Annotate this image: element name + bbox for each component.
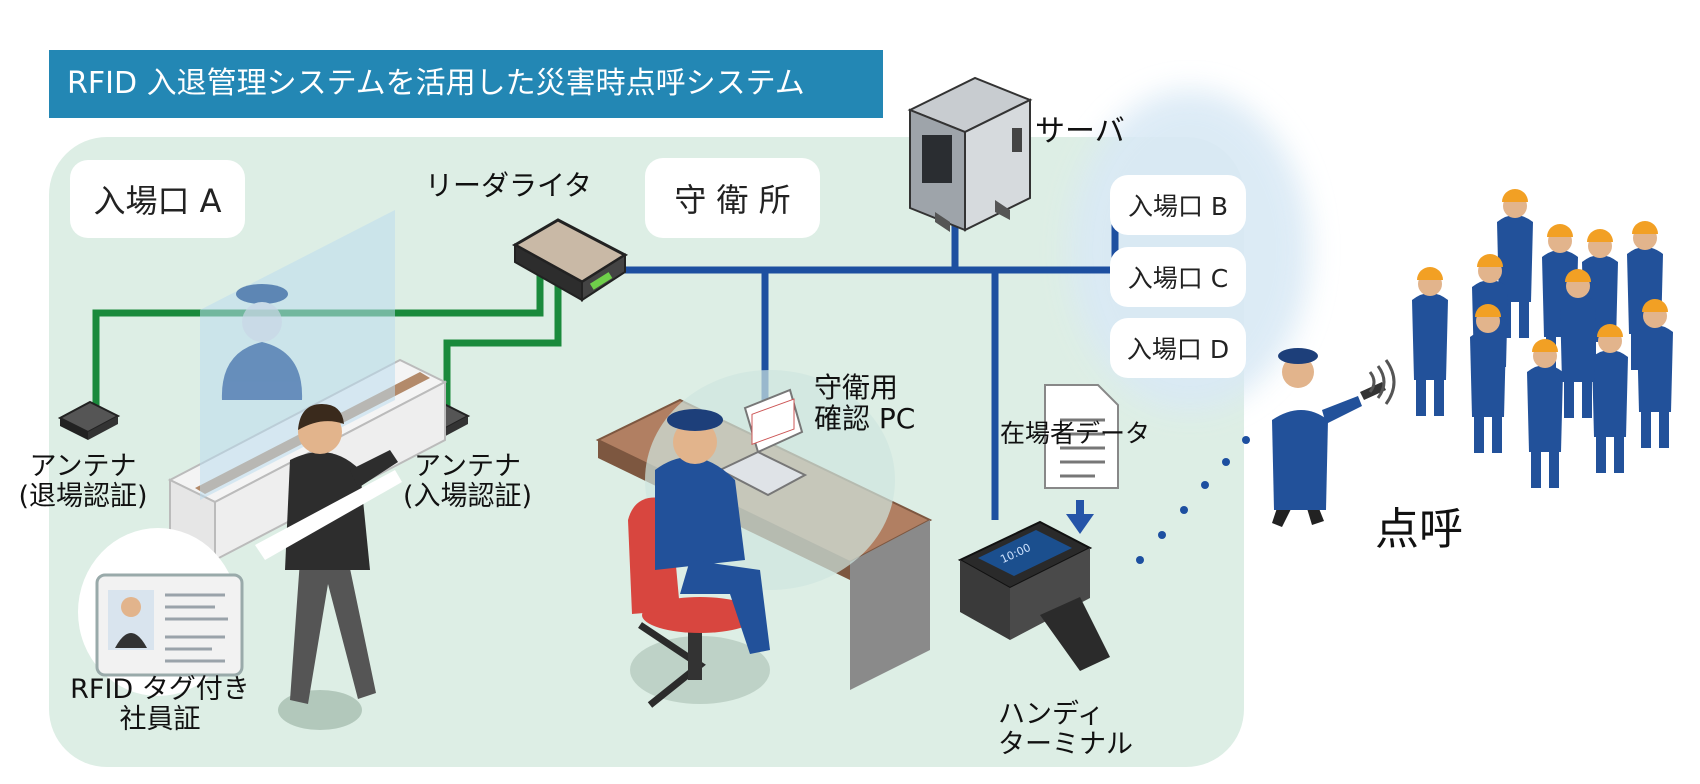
gate-d-label: 入場口 D bbox=[1110, 318, 1246, 378]
gate-b-label: 入場口 B bbox=[1110, 175, 1246, 235]
worker bbox=[1470, 304, 1506, 453]
diagram-title: RFID 入退管理システムを活用した災害時点呼システム bbox=[49, 50, 883, 118]
roll-call-label: 点呼 bbox=[1375, 504, 1463, 555]
guard-pc-line1: 守衛用 bbox=[814, 371, 899, 404]
seated-guard-figure bbox=[628, 409, 770, 708]
antenna-cable-entry bbox=[443, 268, 562, 413]
worker bbox=[1592, 324, 1628, 473]
antenna-exit-icon bbox=[57, 400, 121, 440]
guard-house-label: 守 衛 所 bbox=[645, 158, 820, 238]
handy-line1: ハンディ bbox=[998, 699, 1105, 730]
antenna-exit-line1: アンテナ bbox=[29, 451, 137, 482]
antenna-exit-line2: (退場認証) bbox=[18, 481, 148, 513]
gate-b-text: 入場口 B bbox=[1127, 192, 1229, 221]
guard-pc-line2: 確認 PC bbox=[814, 402, 916, 436]
gate-a-text: 入場口 A bbox=[93, 182, 222, 220]
worker bbox=[1497, 189, 1533, 338]
antenna-entry-line2: (入場認証) bbox=[402, 481, 533, 513]
antenna-exit-label: アンテナ (退場認証) bbox=[8, 451, 158, 513]
handy-line2: ターミナル bbox=[998, 729, 1133, 761]
gate-c-label: 入場口 C bbox=[1110, 247, 1246, 307]
worker bbox=[1637, 299, 1673, 448]
server-label: サーバ bbox=[1035, 114, 1125, 149]
handy-terminal-icon bbox=[957, 520, 1110, 671]
presence-data-document bbox=[1044, 384, 1119, 489]
server-icon bbox=[907, 76, 1033, 232]
antenna-entry-label: アンテナ (入場認証) bbox=[390, 451, 545, 513]
handy-terminal-label: ハンディ ターミナル bbox=[998, 699, 1133, 761]
download-arrow-icon bbox=[1066, 500, 1094, 534]
presence-data-label: 在場者データ bbox=[1000, 419, 1151, 448]
gate-guard-figure bbox=[221, 284, 303, 400]
antenna-entry-line1: アンテナ bbox=[414, 451, 521, 482]
worker bbox=[1527, 339, 1563, 488]
scanning-guard-figure bbox=[1272, 348, 1396, 527]
gate-d-text: 入場口 D bbox=[1126, 335, 1230, 364]
id-card-bubble bbox=[78, 470, 402, 696]
wireless-dots bbox=[1136, 436, 1250, 564]
gate-a-label: 入場口 A bbox=[70, 160, 245, 238]
reader-writer-label: リーダライタ bbox=[425, 169, 592, 202]
id-card-line2: 社員証 bbox=[119, 704, 201, 736]
id-card-line1: RFID タグ付き bbox=[70, 674, 250, 705]
gate-c-text: 入場口 C bbox=[1127, 264, 1229, 293]
laptop-icon bbox=[717, 388, 808, 497]
reader-writer-icon bbox=[511, 218, 629, 302]
guard-house-text: 守 衛 所 bbox=[674, 181, 791, 219]
employee-figure bbox=[278, 404, 398, 730]
workers-group bbox=[1412, 189, 1673, 488]
worker bbox=[1412, 267, 1448, 416]
guard-pc-label: 守衛用 確認 PC bbox=[814, 372, 915, 435]
id-card-label: RFID タグ付き 社員証 bbox=[55, 674, 265, 736]
worker bbox=[1560, 269, 1596, 418]
